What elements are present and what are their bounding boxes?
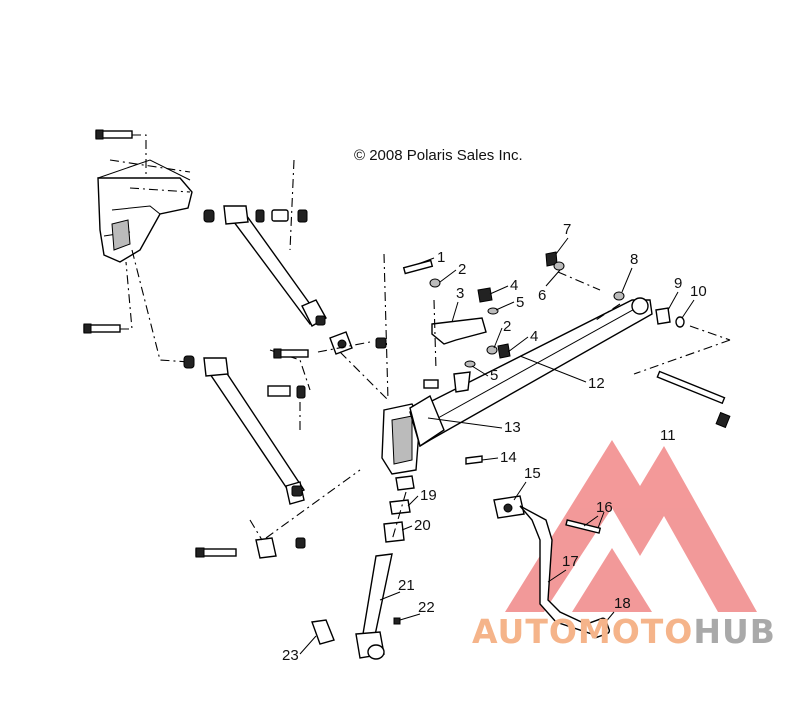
callout-4: 4 (510, 277, 518, 294)
callout-16: 16 (596, 499, 613, 516)
watermark-text-moto: MOTO (577, 612, 694, 651)
callout-23: 23 (282, 647, 299, 664)
bolt-mid (273, 337, 387, 359)
callout-11: 11 (660, 427, 676, 444)
callout-18: 18 (614, 595, 631, 612)
callout-17: 17 (562, 553, 579, 570)
callout-10: 10 (690, 283, 707, 300)
callout-13: 13 (504, 419, 521, 436)
callout-labels: 1 2 3 4 5 2 4 5 7 6 8 9 10 12 13 14 11 1… (282, 221, 707, 664)
copyright-text: © 2008 Polaris Sales Inc. (354, 147, 523, 164)
bolt-top (95, 129, 147, 178)
callout-5: 5 (516, 294, 524, 311)
upper-a-arm (131, 159, 353, 363)
callout-5b: 5 (490, 367, 498, 384)
steering-column (311, 491, 411, 660)
trailing-arm (409, 297, 653, 448)
callout-21: 21 (398, 577, 415, 594)
callout-2: 2 (458, 261, 466, 278)
watermark-text-hub: HUB (693, 612, 776, 651)
lower-a-arm (183, 349, 311, 505)
long-bolt (656, 370, 731, 429)
callout-4b: 4 (530, 328, 538, 345)
callout-3: 3 (456, 285, 464, 302)
leader-lines (299, 237, 695, 655)
lower-bolt (195, 469, 361, 559)
watermark-text-auto: AUTO (472, 612, 578, 651)
callout-22: 22 (418, 599, 435, 616)
callout-8: 8 (630, 251, 638, 268)
callout-1: 1 (437, 249, 445, 266)
callout-6: 6 (538, 287, 546, 304)
callout-19: 19 (420, 487, 437, 504)
callout-7: 7 (563, 221, 571, 238)
callout-9: 9 (674, 275, 682, 292)
callout-2b: 2 (503, 318, 511, 335)
frame-bracket (97, 159, 193, 263)
spindle (339, 253, 421, 491)
callout-15: 15 (524, 465, 541, 482)
bolt-lower-left (83, 261, 133, 334)
small-hardware (402, 251, 731, 465)
watermark-logo (505, 440, 757, 612)
callout-12: 12 (588, 375, 605, 392)
callout-14: 14 (500, 449, 517, 466)
watermark-text: AUTOMOTOHUB (472, 612, 776, 651)
shift-linkage (493, 495, 611, 639)
callout-20: 20 (414, 517, 431, 534)
